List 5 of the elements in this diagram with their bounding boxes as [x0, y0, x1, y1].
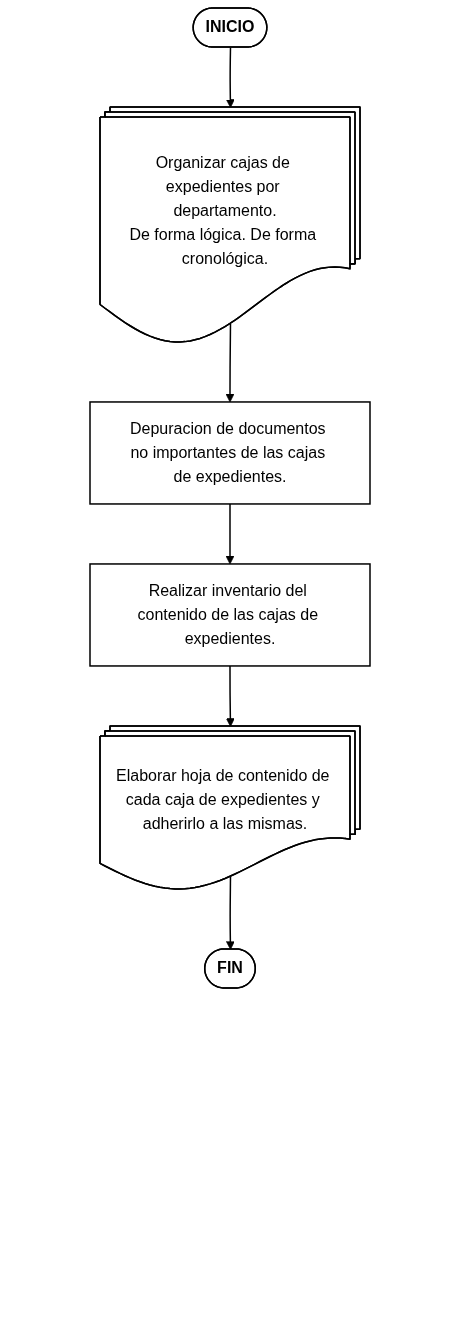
- node-box: Depuracion de documentos no importantes de las cajas de expedientes.: [88, 401, 371, 505]
- arrow: [225, 503, 234, 565]
- arrow: [225, 876, 235, 950]
- arrow: [225, 323, 234, 403]
- node-box: Realizar inventario del contenido de las cajas de expedientes.: [88, 563, 371, 667]
